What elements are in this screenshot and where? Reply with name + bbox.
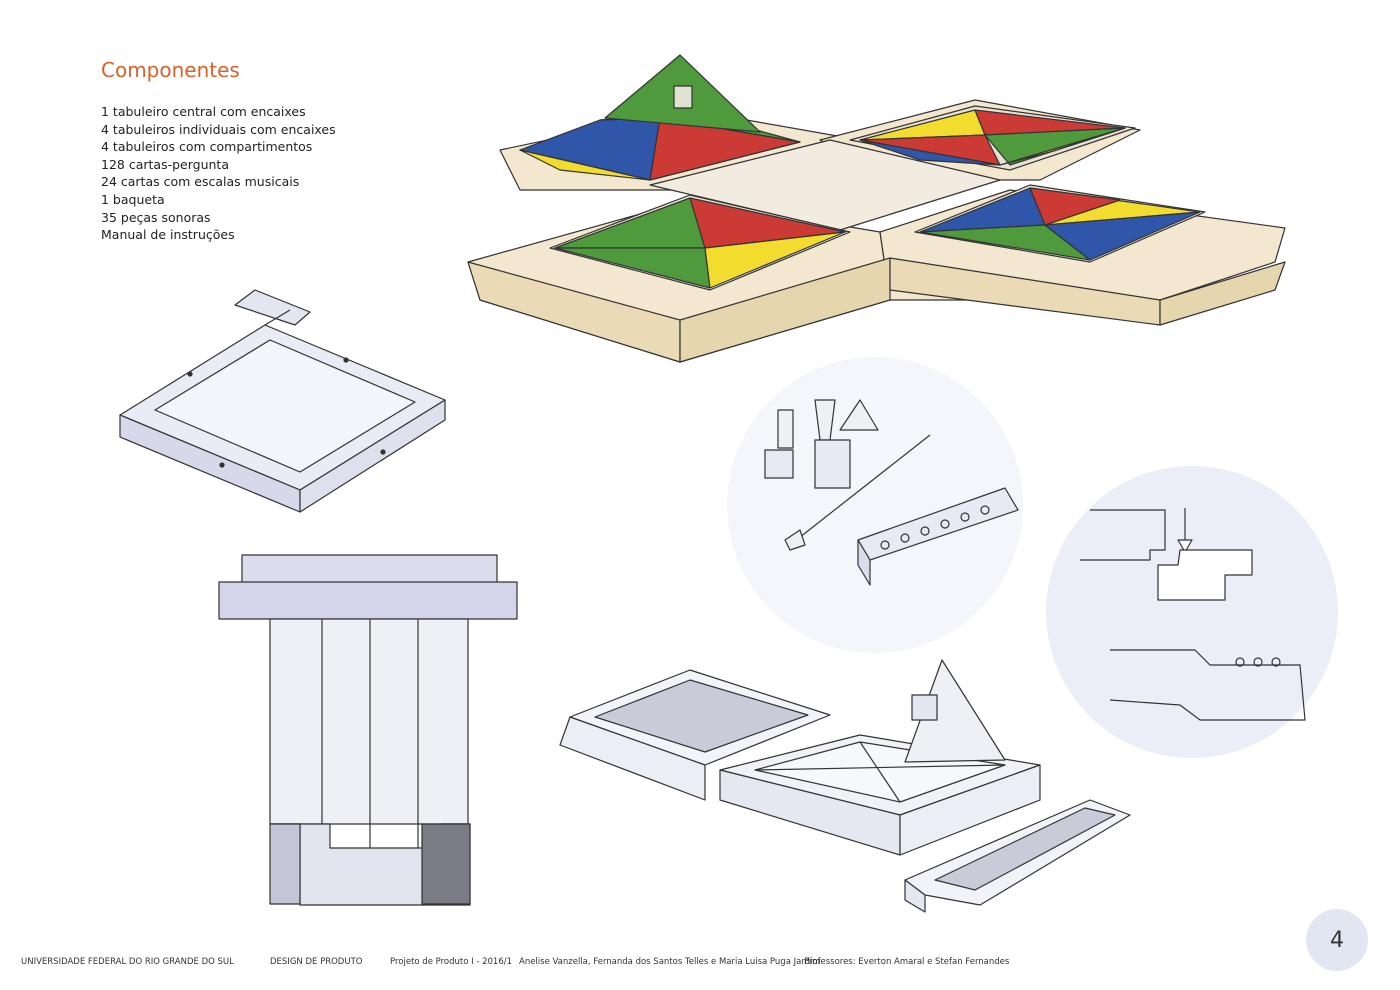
- page-number: 4: [1330, 927, 1344, 953]
- list-item: 4 tabuleiros com compartimentos: [101, 139, 313, 155]
- list-item: 35 peças sonoras: [101, 209, 211, 225]
- page-number-badge: 4: [1306, 909, 1368, 971]
- footer-professors: Professores: Everton Amaral e Stefan Fer…: [804, 957, 1010, 967]
- assembled-boards-sketch: [559, 659, 1131, 913]
- list-item: 24 cartas com escalas musicais: [101, 174, 300, 190]
- page-title: Componentes: [101, 58, 240, 82]
- list-item: 1 tabuleiro central com encaixes: [101, 104, 306, 119]
- open-tray-sketch: [119, 289, 446, 513]
- pieces-detail-sketch: [727, 357, 1023, 653]
- list-item: Manual de instruções: [101, 227, 235, 243]
- game-board-sketch: [467, 54, 1286, 363]
- flat-plan-sketch: [218, 554, 518, 906]
- footer-authors: Anelise Vanzella, Fernanda dos Santos Te…: [519, 957, 821, 967]
- list-item: 4 tabuleiros individuais com encaixes: [101, 121, 336, 137]
- footer-university: UNIVERSIDADE FEDERAL DO RIO GRANDE DO SU…: [21, 957, 234, 967]
- list-item: 1 baqueta: [101, 191, 165, 207]
- components-list: 1 tabuleiro central com encaixes 4 tabul…: [101, 103, 336, 244]
- footer-course: DESIGN DE PRODUTO: [270, 957, 363, 967]
- joint-detail-sketch: [1046, 466, 1338, 758]
- footer-project: Projeto de Produto I - 2016/1: [390, 957, 513, 967]
- list-item: 128 cartas-pergunta: [101, 156, 229, 172]
